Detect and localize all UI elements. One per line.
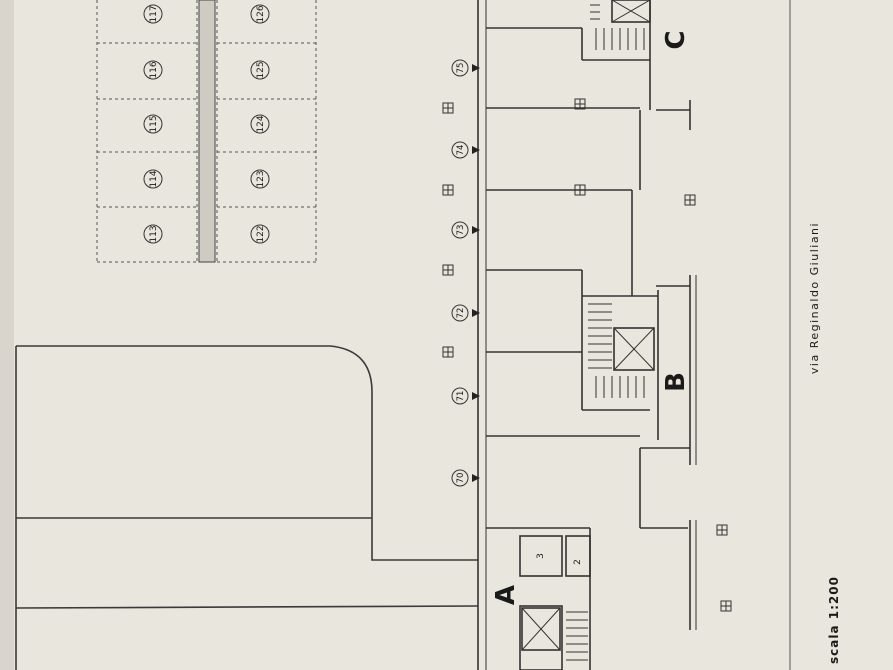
svg-text:116: 116 [149,61,159,78]
room-number-2: 2 [573,559,583,565]
column-marker [574,184,586,196]
street-name: via Reginaldo Giuliani [808,222,821,374]
svg-text:115: 115 [149,115,159,132]
svg-text:70: 70 [456,473,466,484]
block-label-c: C [661,30,691,49]
svg-text:117: 117 [149,5,159,22]
unit-labels: 75 74 73 72 71 70 [451,59,480,487]
room-number-3: 3 [536,553,546,559]
column-markers [442,98,732,612]
parking-space-125: 125 [250,60,270,80]
parking-space-122: 122 [250,224,270,244]
parking-space-114: 114 [143,169,163,189]
column-marker [442,264,454,276]
parking-divider [198,0,216,263]
svg-text:74: 74 [456,145,466,156]
column-marker [442,102,454,114]
column-marker [442,346,454,358]
unit-number-72: 72 [451,304,480,322]
svg-text:122: 122 [256,225,266,242]
parking-space-115: 115 [143,114,163,134]
svg-text:71: 71 [456,391,466,402]
svg-text:126: 126 [256,5,266,22]
column-marker [720,600,732,612]
building-plan [477,0,697,670]
scale-label: scala 1:200 [827,576,841,664]
staircase-a [521,607,588,661]
paper-edge [0,0,14,670]
parking-area [96,0,317,263]
unit-number-75: 75 [451,59,480,77]
staircase-b [588,303,655,398]
column-marker [574,98,586,110]
block-label-a: A [491,585,521,605]
unit-number-73: 73 [451,221,480,239]
column-marker [684,194,696,206]
parking-space-123: 123 [250,169,270,189]
svg-text:113: 113 [149,225,159,242]
parking-labels: 117 116 115 114 113 126 125 124 123 122 [143,4,270,244]
unit-number-74: 74 [451,141,480,159]
unit-number-71: 71 [451,387,480,405]
parking-space-113: 113 [143,224,163,244]
column-marker [442,184,454,196]
column-marker [716,524,728,536]
svg-text:125: 125 [256,61,266,78]
parking-space-117: 117 [143,4,163,24]
courtyard-outline [15,345,479,670]
svg-text:114: 114 [149,170,159,187]
svg-text:75: 75 [456,63,466,74]
svg-text:124: 124 [256,115,266,132]
svg-text:72: 72 [456,308,466,319]
staircase-c [590,0,651,50]
parking-space-116: 116 [143,60,163,80]
block-label-b: B [661,372,691,392]
svg-text:123: 123 [256,170,266,187]
svg-text:73: 73 [456,225,466,236]
parking-space-124: 124 [250,114,270,134]
parking-space-126: 126 [250,4,270,24]
unit-number-70: 70 [451,469,480,487]
